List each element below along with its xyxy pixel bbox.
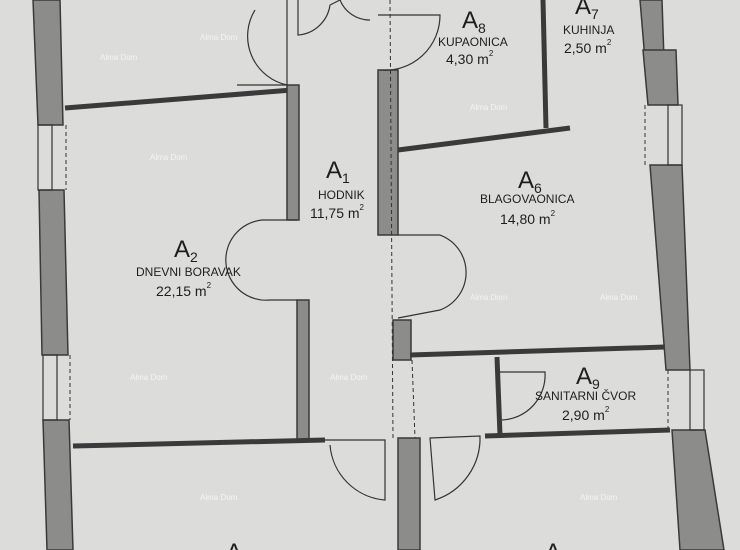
room-code: A9 <box>576 363 600 392</box>
room-area: 4,30 m2 <box>446 49 494 67</box>
room-area: 11,75 m2 <box>310 203 365 221</box>
room-label-partial-left: A <box>226 539 242 550</box>
room-label-a8: A8 KUPAONICA 4,30 m2 <box>438 7 508 67</box>
watermark-text: Alma Dom <box>470 293 508 302</box>
room-label-partial-right: A <box>545 539 561 550</box>
watermark-text: Alma Dom <box>470 103 508 112</box>
room-label-a9: A9 SANITARNI ČVOR 2,90 m2 <box>535 363 636 423</box>
windows <box>37 104 705 431</box>
watermark-text: Alma Dom <box>100 53 138 62</box>
watermark-text: Alma Dom <box>200 493 238 502</box>
room-label-a6: A6 BLAGOVAONICA 14,80 m2 <box>480 167 574 227</box>
room-name: KUHINJA <box>563 23 614 37</box>
room-area: 2,90 m2 <box>562 405 610 423</box>
room-label-a1: A1 HODNIK 11,75 m2 <box>310 157 365 221</box>
watermark-text: Alma Dom <box>330 373 368 382</box>
room-code: A8 <box>462 7 486 36</box>
room-code: A2 <box>174 236 198 265</box>
watermark-text: Alma Dom <box>130 373 168 382</box>
watermark-text: Alma Dom <box>150 153 188 162</box>
watermark-text: Alma Dom <box>580 493 618 502</box>
room-name: HODNIK <box>318 188 365 202</box>
room-area: 22,15 m2 <box>156 281 212 299</box>
room-area: 14,80 m2 <box>500 209 556 227</box>
watermark-text: Alma Dom <box>600 293 638 302</box>
interior-walls <box>64 0 671 550</box>
room-name: KUPAONICA <box>438 35 508 49</box>
room-code: A6 <box>518 167 542 196</box>
doors <box>225 0 546 501</box>
room-label-a2: A2 DNEVNI BORAVAK 22,15 m2 <box>136 236 241 299</box>
room-label-a7: A7 KUHINJA 2,50 m2 <box>563 0 614 56</box>
room-name: DNEVNI BORAVAK <box>136 265 241 279</box>
room-name: SANITARNI ČVOR <box>535 388 636 403</box>
watermark-text: Alma Dom <box>200 33 238 42</box>
room-name: BLAGOVAONICA <box>480 192 574 206</box>
room-code: A1 <box>326 157 350 186</box>
room-area: 2,50 m2 <box>564 38 612 56</box>
room-code: A7 <box>575 0 599 22</box>
